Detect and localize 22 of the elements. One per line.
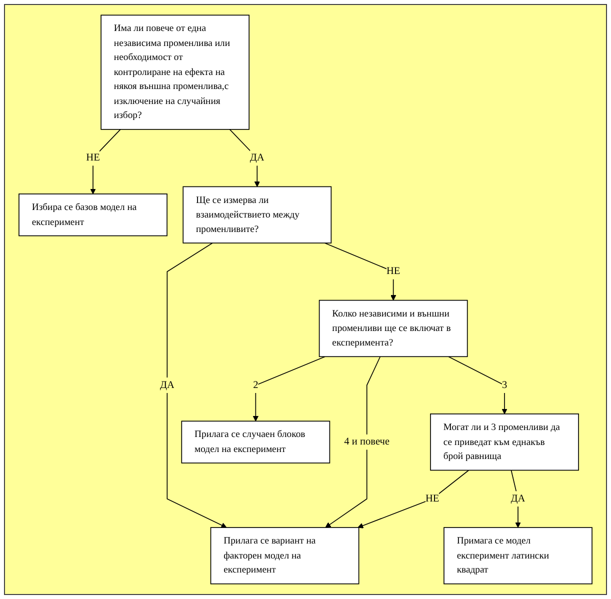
arrow [166, 242, 227, 528]
process-box: Могат ли и 3 променливи да се приведат към еднакъв брой равнища [430, 414, 579, 471]
edge-label: ДА [250, 150, 264, 166]
arrow [90, 128, 121, 194]
process-box: Колко независими и външни променливи ще се включат в експеримента? [318, 300, 468, 358]
process-box: Прилага се вариант на факторен модел на експеримент [210, 527, 360, 584]
arrow [510, 470, 521, 528]
process-box: Примага се модел експеримент латински квадрат [444, 527, 592, 584]
edge-label: ДА [160, 378, 174, 393]
process-box: Избира се базов модел на експеримент [18, 194, 168, 236]
edge-label: 4 и повече [344, 434, 390, 450]
arrow [325, 356, 381, 528]
process-box: Прилага се случаен блоков модел на експеримент [181, 420, 330, 464]
arrow [448, 356, 508, 414]
process-box: Ще се измерва ли взаимодействието между променливите? [182, 186, 332, 244]
arrow [252, 356, 326, 422]
arrow [358, 470, 470, 528]
edge-label: НЕ [86, 150, 100, 166]
arrow [324, 242, 396, 301]
arrow [229, 128, 260, 187]
edge-label: ДА [510, 491, 526, 507]
process-box: Има ли повече от една независима променлива или необходимост от контролиране на ефекта на някоя външна променлива,с изключение на случайния избор? [100, 14, 250, 130]
